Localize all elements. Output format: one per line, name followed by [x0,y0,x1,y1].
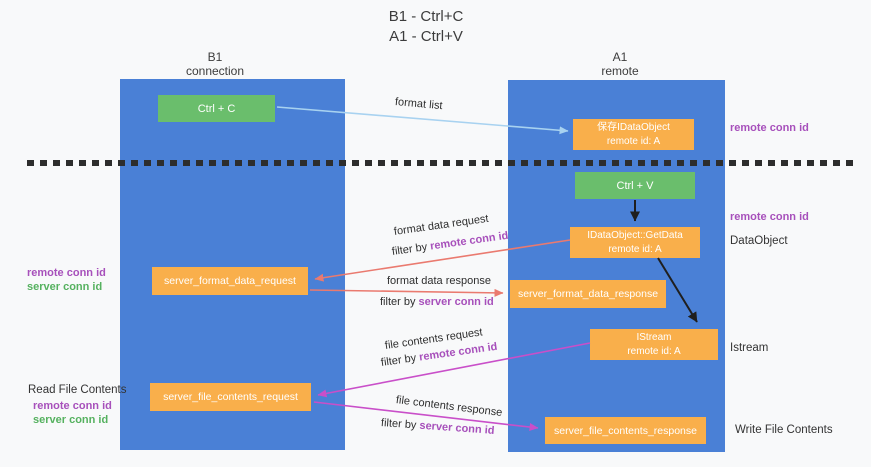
remote-conn-id-label-top-right: remote conn id [730,122,809,134]
server-file-contents-response-label: server_file_contents_response [553,424,697,437]
filter-by-value: remote conn id [429,229,510,253]
server-file-contents-request-box: server_file_contents_request [150,383,311,411]
left-column-header: B1 connection [185,50,245,79]
ctrl-c-box: Ctrl + C [158,95,275,122]
save-dataobject-line1: 保存IDataObject [597,122,670,133]
right-column-name: A1 [612,50,628,64]
format-data-response-filter-label: filter by server conn id [380,296,494,308]
diagram-title-line1: B1 - Ctrl+C [388,8,464,25]
save-dataobject-box: 保存IDataObject remote id: A [573,119,694,150]
istream-line1: IStream [636,332,672,343]
server-conn-id-label-left-1: server conn id [27,281,103,293]
write-file-contents-label: Write File Contents [735,424,833,436]
filter-by-prefix: filter by [380,296,416,308]
file-contents-response-filter-label: filter by server conn id [381,417,495,437]
ctrl-c-label: Ctrl + C [197,102,236,115]
istream-side-label: Istream [730,342,769,354]
filter-by-prefix: filter by [380,352,417,369]
file-contents-response-label: file contents response [395,394,503,419]
dataobject-label: DataObject [730,235,788,247]
remote-conn-id-label-left-2: remote conn id [33,400,112,412]
diagram-title-line2: A1 - Ctrl+V [389,28,463,45]
right-column-header: A1 remote [601,50,639,79]
right-column-role: remote [601,63,639,78]
server-format-data-response-label: server_format_data_response [517,288,659,300]
left-column-name: B1 [207,50,223,64]
server-conn-id-label-left-2: server conn id [33,414,109,426]
idataobject-getdata-line1: IDataObject::GetData [587,230,683,241]
idataobject-getdata-line2: remote id: A [608,243,662,255]
filter-by-value: server conn id [419,419,495,437]
istream-line2: remote id: A [627,345,681,357]
ctrl-v-box: Ctrl + V [575,172,695,199]
format-data-response-label: format data response [387,275,491,287]
read-file-contents-label: Read File Contents [28,384,127,396]
filter-by-prefix: filter by [391,241,428,258]
save-dataobject-line2: remote id: A [606,135,661,147]
remote-conn-id-label-left-1: remote conn id [27,267,106,279]
server-file-contents-response-box: server_file_contents_response [545,417,706,444]
filter-by-value: server conn id [418,296,494,308]
format-list-label: format list [394,96,444,113]
server-file-contents-request-label: server_file_contents_request [163,391,298,403]
filter-by-prefix: filter by [380,417,417,432]
server-format-data-request-label: server_format_data_request [164,275,296,287]
server-format-data-response-box: server_format_data_response [510,280,666,308]
ctrl-v-label: Ctrl + V [616,179,654,192]
left-column-role: connection [185,63,245,78]
server-format-data-request-box: server_format_data_request [152,267,308,295]
remote-conn-id-label-mid-right: remote conn id [730,211,809,223]
idataobject-getdata-box: IDataObject::GetData remote id: A [570,227,700,258]
istream-box: IStream remote id: A [590,329,718,360]
